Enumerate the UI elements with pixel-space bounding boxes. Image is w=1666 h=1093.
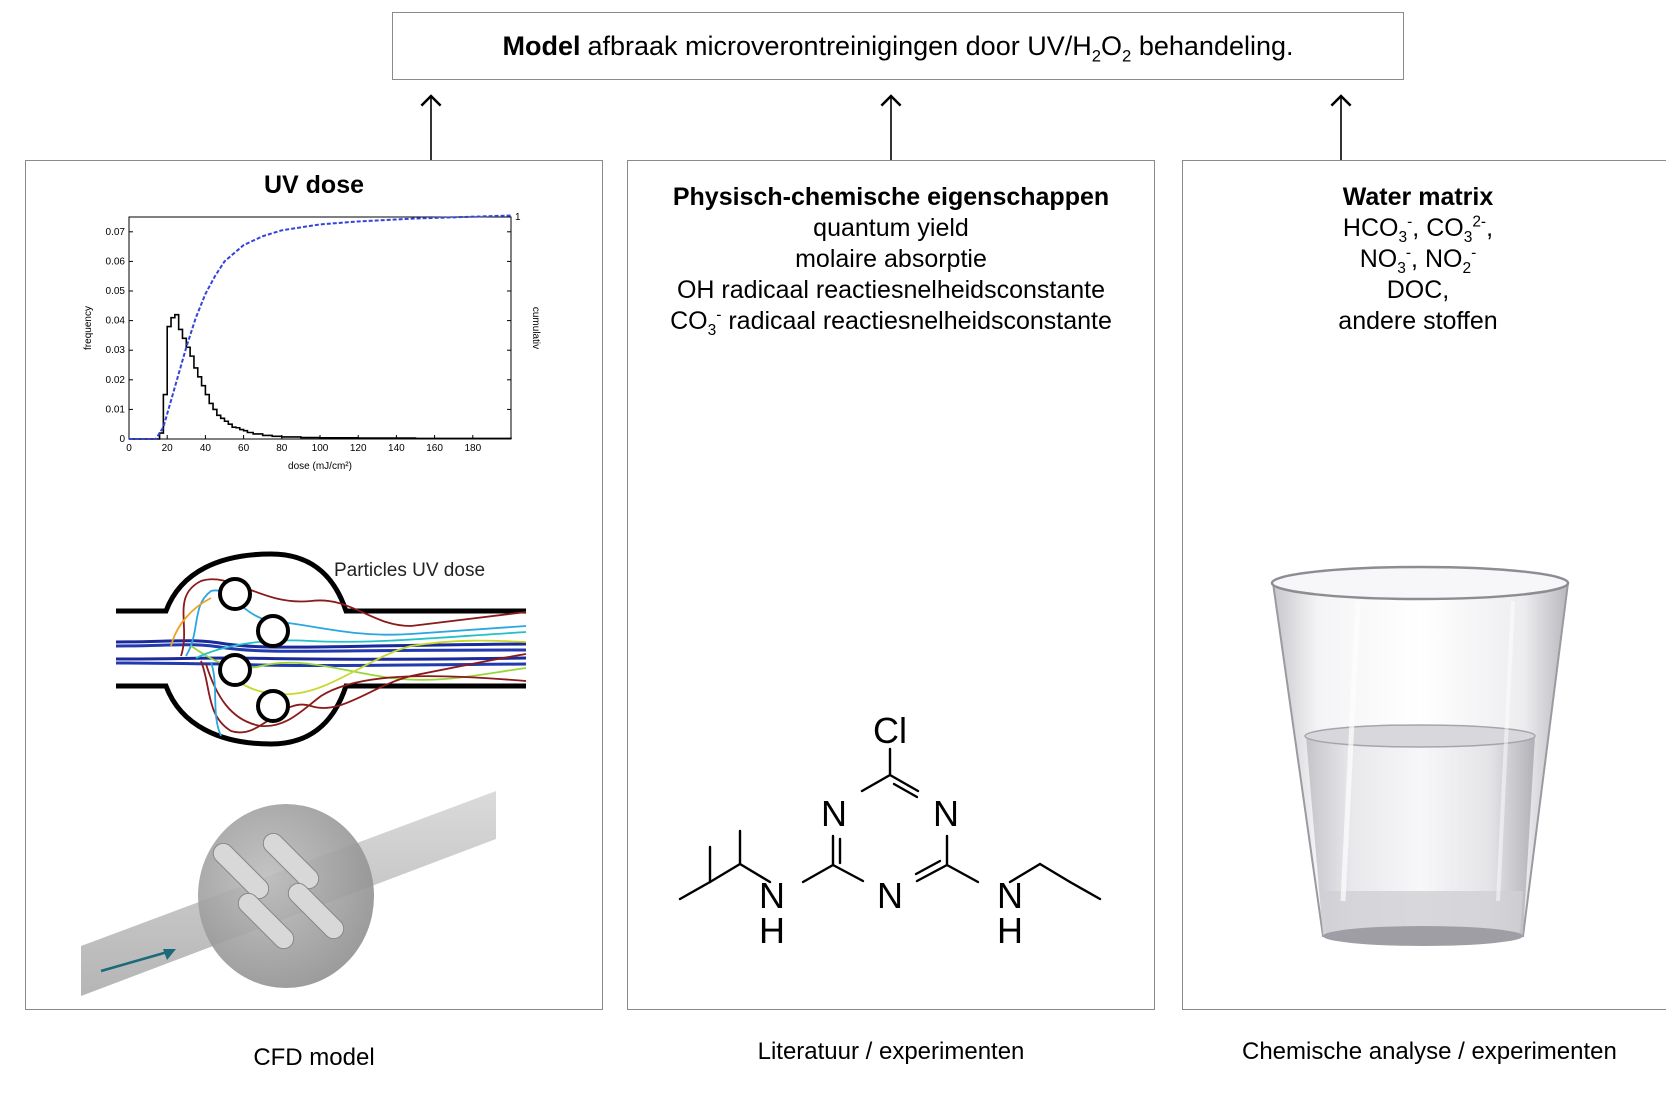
- hco3-sup: -: [1407, 213, 1413, 231]
- physchem-panel: Physisch-chemische eigenschappen quantum…: [627, 160, 1155, 1010]
- model-title-text-a: afbraak microverontreinigingen door UV/H: [587, 30, 1092, 61]
- no3-sub: 3: [1397, 260, 1406, 277]
- x-tick-label: 120: [350, 443, 367, 454]
- atom-n-left: N: [759, 875, 785, 916]
- atom-cl: Cl: [873, 710, 907, 751]
- glass-of-water-image: [1270, 565, 1570, 946]
- co3-text: CO: [670, 307, 708, 335]
- y-tick-label: 0.04: [106, 316, 126, 327]
- atom-h-left: H: [759, 910, 785, 951]
- y-tick-label: 0.05: [106, 286, 126, 297]
- physchem-oh-constante: OH radicaal reactiesnelheidsconstante: [676, 276, 1105, 304]
- hco3-sub: 3: [1398, 229, 1408, 246]
- co3-rest: radicaal reactiesnelheidsconstante: [721, 307, 1112, 335]
- atom-n-right: N: [997, 875, 1023, 916]
- y-tick-label: 0.02: [106, 375, 126, 386]
- hco3-text: HCO: [1342, 214, 1399, 242]
- cfd-3d-reactor: [81, 791, 496, 996]
- y-tick-label: 0.01: [106, 404, 126, 415]
- physchem-caption: Literatuur / experimenten: [757, 1038, 1025, 1065]
- uv-caption: CFD model: [253, 1044, 375, 1071]
- atom-n-top-left: N: [821, 793, 847, 834]
- x-tick-label: 160: [426, 443, 443, 454]
- particles-uv-dose-label: Particles UV dose: [334, 560, 485, 581]
- physchem-quantum-yield: quantum yield: [813, 214, 969, 242]
- uv-dose-panel: UV dose 0 20 40 60 80 100 120 140 160 180 0 0.01 0.0…: [25, 160, 603, 1010]
- co3-sup: 2-: [1472, 213, 1487, 231]
- model-title-text-b: O: [1101, 30, 1123, 61]
- x-tick-label: 20: [162, 443, 174, 454]
- atrazine-molecule: Cl N N N N H N H: [678, 710, 1102, 951]
- physchem-title: Physisch-chemische eigenschappen: [672, 183, 1110, 211]
- cfd-particle-paths: Particles UV dose: [115, 551, 527, 747]
- water-ions-line1: HCO3-, CO32-,: [1183, 213, 1653, 246]
- atom-n-top-right: N: [933, 793, 959, 834]
- water-matrix-panel: Water matrix HCO3-, CO32-, NO3-, NO2- DO…: [1182, 160, 1666, 1010]
- y-tick-label: 0.07: [106, 227, 126, 238]
- atom-h-right: H: [997, 910, 1023, 951]
- no3-sup: -: [1405, 244, 1412, 262]
- x-tick-label: 40: [200, 443, 212, 454]
- model-title-bold: Model: [502, 30, 581, 61]
- y-tick-label: 0: [119, 434, 125, 445]
- model-title-text-c: behandeling.: [1131, 30, 1294, 61]
- y-tick-label: 0.06: [106, 256, 126, 267]
- co3-sup: -: [716, 306, 722, 324]
- sep3: ,: [1411, 245, 1425, 273]
- x-tick-label: 60: [238, 443, 250, 454]
- y-tick-label: 0.03: [106, 345, 126, 356]
- water-doc: DOC,: [1386, 276, 1450, 304]
- y2-axis-label: cumulativ: [530, 307, 541, 349]
- water-andere-stoffen: andere stoffen: [1338, 307, 1498, 335]
- water-ions-line2: NO3-, NO2-: [1183, 244, 1653, 277]
- x-tick-label: 0: [126, 443, 132, 454]
- lamp-1: [218, 577, 252, 611]
- sep1: ,: [1412, 214, 1427, 242]
- no2-text: NO: [1424, 245, 1463, 273]
- x-tick-label: 180: [464, 443, 481, 454]
- water-matrix-title: Water matrix: [1342, 183, 1494, 211]
- frequency-series-line: [129, 313, 512, 440]
- lamp-2: [256, 614, 290, 648]
- flow-arrow: [100, 949, 172, 973]
- sep2: ,: [1486, 214, 1494, 242]
- uv-dose-chart: 0 20 40 60 80 100 120 140 160 180 0 0.01 0.02 0.03 0.0…: [83, 212, 541, 472]
- x-axis-label: dose (mJ/cm²): [288, 461, 352, 472]
- x-tick-label: 140: [388, 443, 405, 454]
- co3-sub: 3: [707, 322, 717, 339]
- model-title-sub-a: 2: [1091, 45, 1102, 65]
- water-caption: Chemische analyse / experimenten: [1242, 1038, 1617, 1065]
- cumulative-series-line: [129, 214, 512, 440]
- x-tick-label: 80: [276, 443, 288, 454]
- chart-frame: [128, 216, 512, 440]
- no3-text: NO: [1359, 245, 1398, 273]
- physchem-molaire-absorptie: molaire absorptie: [795, 245, 987, 273]
- physchem-co3-constante: CO3- radicaal reactiesnelheidsconstante: [628, 306, 1154, 339]
- no2-sub: 2: [1462, 260, 1472, 277]
- x-tick-label: 100: [312, 443, 329, 454]
- chamber-outline-bottom: [116, 683, 526, 747]
- no2-sup: -: [1471, 244, 1477, 262]
- lamp-3: [218, 653, 252, 687]
- y-axis-label: frequency: [83, 306, 94, 350]
- model-title-sub-b: 2: [1122, 45, 1132, 65]
- lamp-4: [256, 689, 290, 723]
- uv-dose-title: UV dose: [263, 171, 365, 199]
- co3-sub: 3: [1463, 229, 1473, 246]
- y2-tick-label: 1: [515, 212, 521, 223]
- atom-n-bottom: N: [877, 875, 903, 916]
- co3-text: CO: [1426, 214, 1464, 242]
- chamber-outline: [116, 551, 526, 614]
- reactor-body: [198, 804, 374, 988]
